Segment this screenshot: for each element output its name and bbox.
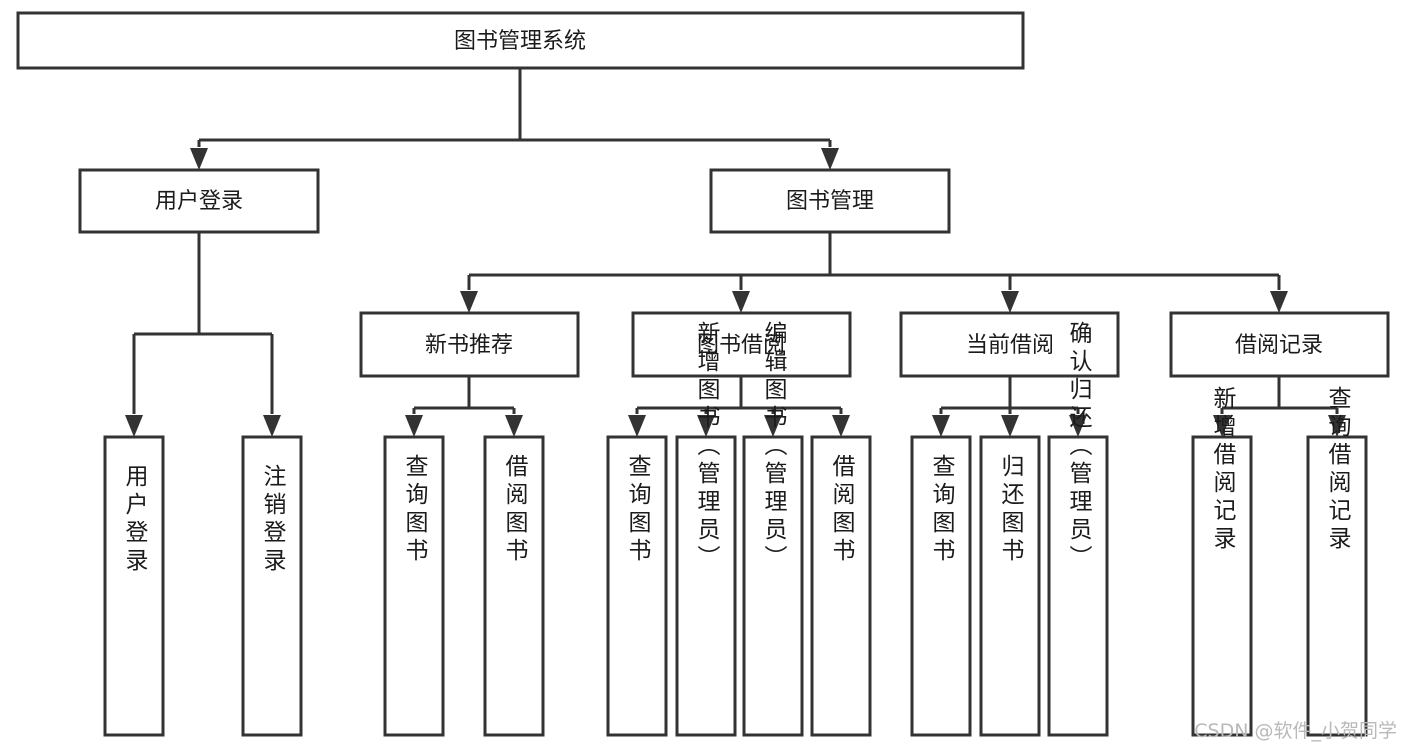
- arrow-head-icon: [1270, 291, 1288, 313]
- leaf-box: [810, 435, 872, 737]
- arrow-head-icon: [1001, 415, 1019, 437]
- arrow-head-icon: [505, 415, 523, 437]
- new-book-recommend-label: 新书推荐: [425, 333, 513, 358]
- connector-current-borrow-to-leaves: [932, 376, 1087, 437]
- leaf-node-query-book-1[interactable]: 查询图书: [383, 435, 445, 737]
- leaf-box: [1191, 435, 1253, 737]
- book-borrow-label: 图书借阅: [697, 333, 785, 358]
- leaf-box: [483, 435, 545, 737]
- node-user-login[interactable]: 用户登录: [78, 168, 320, 234]
- arrow-head-icon: [628, 415, 646, 437]
- leaf-label: 归还图书: [997, 454, 1025, 566]
- leaf-box: [910, 435, 972, 737]
- arrow-head-icon: [821, 148, 839, 170]
- borrow-record-box: [1169, 311, 1390, 378]
- leaf-label: 新增图书（管理员）: [693, 321, 721, 573]
- arrow-head-icon: [263, 415, 281, 437]
- arrow-head-icon: [190, 148, 208, 170]
- leaf-box: [979, 435, 1041, 737]
- leaf-node-return-book[interactable]: 归还图书: [979, 435, 1041, 737]
- leaf-box: [675, 435, 737, 737]
- arrow-head-icon: [460, 291, 478, 313]
- leaf-label: 查询图书: [624, 454, 652, 566]
- leaf-node-edit-book[interactable]: 编辑图书（管理员）: [742, 321, 804, 737]
- leaf-label: 借阅图书: [501, 454, 529, 566]
- leaf-node-confirm-return[interactable]: 确认归还（管理员）: [1047, 321, 1109, 737]
- node-root-book-management-system[interactable]: 图书管理系统: [16, 11, 1025, 70]
- connector-book-management-to-level3: [460, 232, 1288, 313]
- leaf-box: [103, 435, 165, 737]
- arrow-head-icon: [732, 291, 750, 313]
- arrow-head-icon: [405, 415, 423, 437]
- leaf-node-user-logout[interactable]: 注销登录: [241, 435, 303, 737]
- leaf-node-add-record[interactable]: 新增借阅记录: [1191, 386, 1253, 737]
- leaf-label: 借阅图书: [828, 454, 856, 566]
- connector-new-book-recommend-to-leaves: [405, 376, 523, 437]
- arrow-head-icon: [1001, 291, 1019, 313]
- root-label: 图书管理系统: [454, 29, 586, 54]
- leaf-label: 确认归还（管理员）: [1065, 321, 1093, 573]
- user-login-box: [78, 168, 320, 234]
- leaf-node-borrow-book-1[interactable]: 借阅图书: [483, 435, 545, 737]
- leaf-label: 编辑图书（管理员）: [760, 321, 788, 573]
- node-book-borrow[interactable]: 图书借阅: [631, 311, 852, 378]
- leaf-node-query-book-2[interactable]: 查询图书: [606, 435, 668, 737]
- leaf-node-add-book[interactable]: 新增图书（管理员）: [675, 321, 737, 737]
- node-new-book-recommend[interactable]: 新书推荐: [359, 311, 580, 378]
- leaf-label: 查询图书: [928, 454, 956, 566]
- leaf-box: [742, 435, 804, 737]
- book-management-label: 图书管理: [786, 189, 874, 214]
- root-box: [16, 11, 1025, 70]
- connector-user-login-to-leaves: [125, 232, 281, 437]
- new-book-recommend-box: [359, 311, 580, 378]
- leaf-box: [1047, 435, 1109, 737]
- leaf-label: 查询图书: [401, 454, 429, 566]
- leaf-box: [383, 435, 445, 737]
- arrow-head-icon: [932, 415, 950, 437]
- leaf-node-query-record[interactable]: 查询借阅记录: [1306, 386, 1368, 737]
- leaf-box: [241, 435, 303, 737]
- current-borrow-label: 当前借阅: [966, 333, 1054, 358]
- leaf-box: [1306, 435, 1368, 737]
- leaf-node-borrow-book-2[interactable]: 借阅图书: [810, 435, 872, 737]
- arrow-head-icon: [125, 415, 143, 437]
- borrow-record-label: 借阅记录: [1235, 333, 1323, 358]
- user-login-label: 用户登录: [155, 189, 243, 214]
- connector-root-to-level2: [190, 68, 839, 170]
- node-book-management[interactable]: 图书管理: [709, 168, 951, 234]
- node-borrow-record[interactable]: 借阅记录: [1169, 311, 1390, 378]
- leaf-node-query-book-3[interactable]: 查询图书: [910, 435, 972, 737]
- leaf-label: 注销登录: [259, 464, 287, 576]
- leaf-node-user-login[interactable]: 用户登录: [103, 435, 165, 737]
- leaf-label: 用户登录: [121, 464, 149, 576]
- leaf-label: 新增借阅记录: [1209, 386, 1237, 554]
- leaf-label: 查询借阅记录: [1324, 386, 1352, 554]
- leaf-box: [606, 435, 668, 737]
- connector-book-borrow-to-leaves: [628, 376, 850, 437]
- arrow-head-icon: [832, 415, 850, 437]
- connector-borrow-record-to-leaves: [1213, 376, 1346, 437]
